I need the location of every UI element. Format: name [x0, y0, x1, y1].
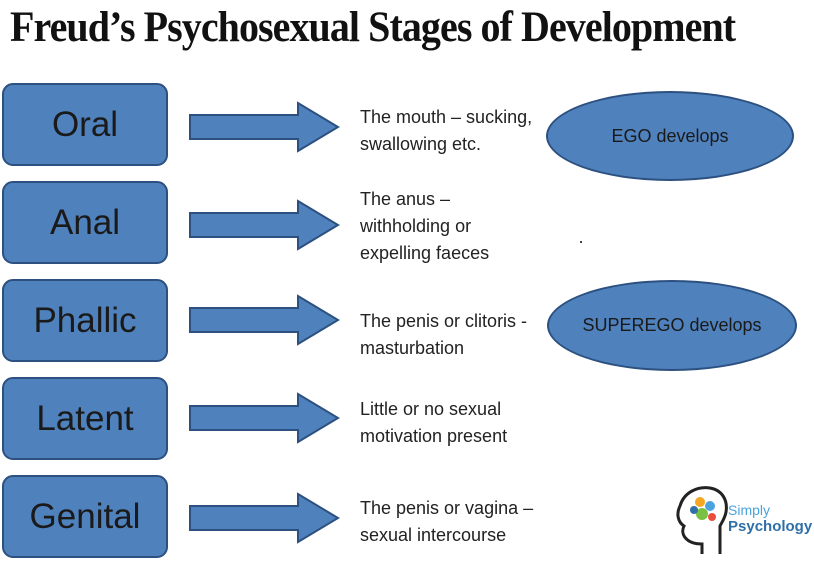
description-line: withholding or	[360, 216, 472, 236]
arrow-right-icon	[189, 101, 340, 153]
arrow-right-icon	[189, 392, 340, 444]
stage-description-anal: The anus – withholding or expelling faec…	[360, 186, 545, 267]
description-line: The mouth – sucking,	[360, 107, 533, 127]
stage-description-phallic: The penis or clitoris - masturbation	[360, 308, 545, 362]
description-line: The anus –	[360, 189, 451, 209]
stage-description-oral: The mouth – sucking, swallowing etc.	[360, 104, 545, 158]
description-line: masturbation	[360, 338, 465, 358]
description-line: swallowing etc.	[360, 134, 482, 154]
stage-box-latent: Latent	[2, 377, 168, 460]
stage-description-genital: The penis or vagina – sexual intercourse	[360, 495, 545, 549]
description-line: The penis or vagina –	[360, 498, 534, 518]
stage-box-phallic: Phallic	[2, 279, 168, 362]
arrow-right-icon	[189, 294, 340, 346]
description-line: The penis or clitoris -	[360, 311, 528, 331]
stage-box-anal: Anal	[2, 181, 168, 264]
stage-box-oral: Oral	[2, 83, 168, 166]
stage-box-genital: Genital	[2, 475, 168, 558]
ego-ellipse: EGO develops	[546, 91, 794, 181]
stray-dot	[580, 241, 582, 243]
page-title: Freud’s Psychosexual Stages of Developme…	[10, 4, 736, 51]
logo-word-simply: Simply	[728, 502, 771, 518]
description-line: motivation present	[360, 426, 508, 446]
arrow-right-icon	[189, 199, 340, 251]
superego-ellipse: SUPEREGO develops	[547, 280, 797, 371]
description-line: expelling faeces	[360, 243, 490, 263]
logo-word-psychology: Psychology	[728, 518, 813, 535]
description-line: Little or no sexual	[360, 399, 502, 419]
stage-description-latent: Little or no sexual motivation present	[360, 396, 545, 450]
description-line: sexual intercourse	[360, 525, 507, 545]
arrow-right-icon	[189, 492, 340, 544]
simply-psychology-logo: Simply Psychology	[672, 484, 812, 558]
head-silhouette-icon	[676, 486, 728, 554]
